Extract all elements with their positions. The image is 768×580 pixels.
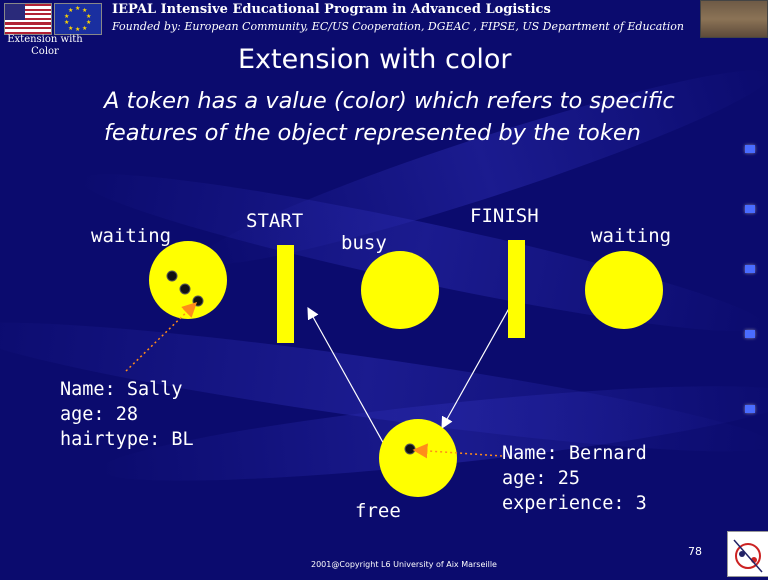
eu-flag-icon: ★ ★ ★ ★ ★ ★ ★ ★ ★ ★ bbox=[54, 3, 102, 35]
slide-text: A token has a value (color) which refers… bbox=[104, 88, 675, 146]
copyright-footer: 2001@Copyright L6 University of Aix Mars… bbox=[311, 560, 497, 569]
slide-title: Extension with color bbox=[238, 44, 512, 75]
university-logo-icon bbox=[727, 531, 768, 577]
note-sally-line: Name: Sally bbox=[60, 379, 183, 400]
sidebar-label: Extension with Color bbox=[7, 34, 83, 57]
decor-bullet bbox=[745, 205, 755, 213]
label-free: free bbox=[355, 500, 401, 522]
decor-bullet bbox=[745, 265, 755, 273]
header-photo bbox=[700, 0, 768, 38]
label-finish: FINISH bbox=[470, 205, 539, 227]
label-waiting-left: waiting bbox=[91, 225, 172, 247]
decor-bullet bbox=[745, 330, 755, 338]
place-waiting-left bbox=[149, 241, 227, 319]
place-waiting-right bbox=[585, 251, 663, 329]
arc-finish-to-free bbox=[441, 302, 513, 430]
us-flag-icon bbox=[4, 3, 52, 35]
note-bernard-line: age: 25 bbox=[502, 468, 580, 489]
place-busy bbox=[361, 251, 439, 329]
note-bernard-line: Name: Bernard bbox=[502, 443, 647, 464]
note-sally-line: hairtype: BL bbox=[60, 429, 194, 450]
label-busy: busy bbox=[341, 232, 387, 254]
token-1 bbox=[166, 270, 178, 282]
transition-finish bbox=[508, 240, 525, 338]
label-waiting-right: waiting bbox=[591, 225, 672, 247]
arc-free-to-start bbox=[307, 306, 391, 456]
token-free bbox=[404, 443, 416, 455]
note-bernard: Name: Bernard age: 25 experience: 3 bbox=[502, 441, 647, 516]
header-title: IEPAL Intensive Educational Program in A… bbox=[112, 2, 551, 17]
transition-start bbox=[277, 245, 294, 343]
place-free bbox=[379, 419, 457, 497]
decor-bullet bbox=[745, 145, 755, 153]
header-subtitle: Founded by: European Community, EC/US Co… bbox=[112, 20, 684, 33]
label-start: START bbox=[246, 210, 304, 232]
token-2 bbox=[179, 283, 191, 295]
note-sally-line: age: 28 bbox=[60, 404, 138, 425]
page-number: 78 bbox=[688, 545, 702, 558]
decor-bullet bbox=[745, 405, 755, 413]
note-bernard-line: experience: 3 bbox=[502, 493, 647, 514]
sally-pointer bbox=[125, 301, 198, 372]
note-sally: Name: Sally age: 28 hairtype: BL bbox=[60, 377, 194, 452]
